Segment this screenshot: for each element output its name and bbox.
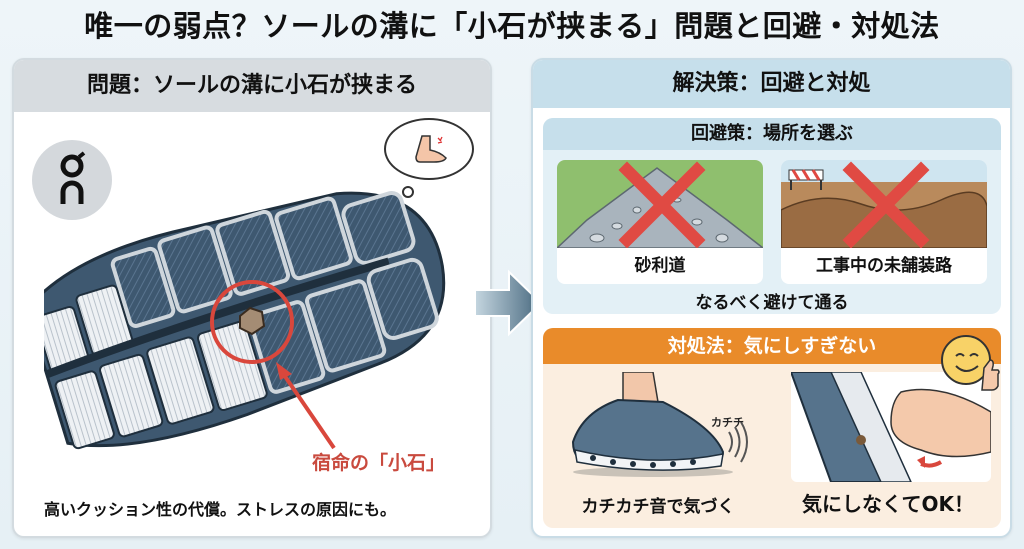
smiley-thumbs-up-icon bbox=[941, 335, 1000, 391]
gravel-road-icon bbox=[557, 160, 763, 248]
click-sound-text: カチチ bbox=[711, 416, 744, 429]
cope-label-sound: カチカチ音で気づく bbox=[581, 497, 735, 517]
construction-road-card: 工事中の未舗装路 bbox=[781, 160, 987, 284]
solution-header: 解決策：回避と対処 bbox=[533, 60, 1010, 108]
thought-bubble-dot bbox=[402, 186, 414, 198]
right-arrow-icon bbox=[474, 269, 543, 337]
problem-body: 宿命の「小石」 高いクッション性の代償。ストレスの原因にも。 bbox=[14, 112, 490, 536]
problem-panel: 問題：ソールの溝に小石が挟まる bbox=[12, 58, 492, 538]
on-logo-icon bbox=[32, 140, 112, 220]
thought-bubble-icon bbox=[384, 118, 474, 180]
shoe-sole-icon bbox=[44, 191, 446, 450]
problem-caption: 高いクッション性の代償。ストレスの原因にも。 bbox=[44, 500, 397, 519]
avoid-note: なるべく避けて通る bbox=[695, 293, 849, 313]
red-arrow-icon bbox=[280, 370, 336, 450]
barricade-icon bbox=[788, 169, 824, 190]
running-shoe-icon bbox=[571, 372, 748, 477]
foot-icon bbox=[415, 135, 447, 163]
pebble-icon bbox=[239, 306, 266, 336]
avoid-section: 回避策：場所を選ぶ 砂利道 bbox=[543, 118, 1001, 314]
problem-header: 問題：ソールの溝に小石が挟まる bbox=[14, 60, 490, 112]
cope-header: 対処法：気にしすぎない bbox=[543, 328, 1001, 364]
page-title: 唯一の弱点？ソールの溝に「小石が挟まる」問題と回避・対処法 bbox=[84, 9, 940, 43]
cope-section: 対処法：気にしすぎない カチチ カチカチ音で気づく 気にしなくてOK！ bbox=[543, 328, 1001, 528]
construction-dirt-road-icon bbox=[781, 160, 987, 248]
hand-removing-pebble-icon bbox=[791, 372, 991, 482]
gravel-road-card: 砂利道 bbox=[557, 160, 763, 284]
gravel-road-label: 砂利道 bbox=[634, 256, 686, 276]
red-circle-highlight bbox=[210, 280, 294, 364]
x-mark bbox=[618, 161, 706, 248]
construction-road-label: 工事中の未舗装路 bbox=[816, 256, 952, 276]
pebble-callout-label: 宿命の「小石」 bbox=[312, 452, 446, 474]
cope-label-ok: 気にしなくてOK！ bbox=[802, 492, 974, 516]
avoid-header: 回避策：場所を選ぶ bbox=[543, 118, 1001, 150]
x-mark bbox=[842, 161, 930, 248]
solution-panel: 解決策：回避と対処 回避策：場所を選ぶ 砂利道 bbox=[531, 58, 1012, 538]
